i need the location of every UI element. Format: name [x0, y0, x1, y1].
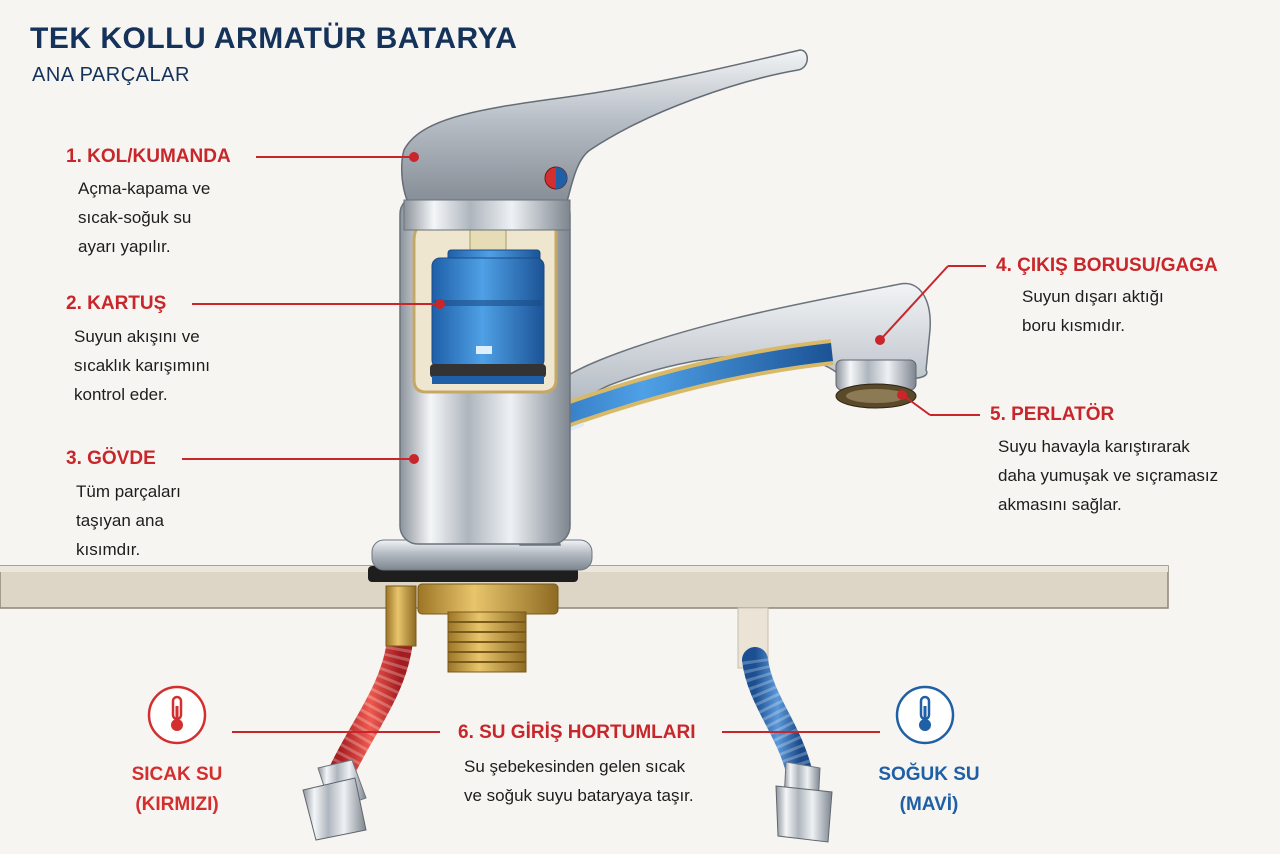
- label-spout: 4. ÇIKIŞ BORUSU/GAGA: [996, 255, 1218, 276]
- label-cartridge: 2. KARTUŞ: [66, 293, 167, 314]
- hot-thermometer-icon: [147, 685, 207, 745]
- page-title: TEK KOLLU ARMATÜR BATARYA: [30, 22, 518, 55]
- hot-hose: [302, 585, 417, 841]
- label-hoses: 6. SU GİRİŞ HORTUMLARI: [458, 722, 696, 743]
- cold-water-label: SOĞUK SU(MAVİ): [878, 764, 980, 815]
- countertop: [0, 565, 1169, 609]
- lever-handle: [401, 49, 808, 231]
- hot-water-label: SICAK SU(KIRMIZI): [131, 764, 223, 815]
- page-subtitle: ANA PARÇALAR: [32, 64, 190, 86]
- threaded-stud: [417, 583, 559, 673]
- label-body: 3. GÖVDE: [66, 448, 156, 469]
- leader-lines: [182, 152, 986, 733]
- aerator: [835, 359, 917, 409]
- label-aerator: 5. PERLATÖR: [990, 404, 1115, 425]
- label-lever: 1. KOL/KUMANDA: [66, 146, 231, 167]
- cartridge: [430, 213, 546, 384]
- cold-hose: [737, 607, 833, 843]
- cold-thermometer-icon: [895, 685, 955, 745]
